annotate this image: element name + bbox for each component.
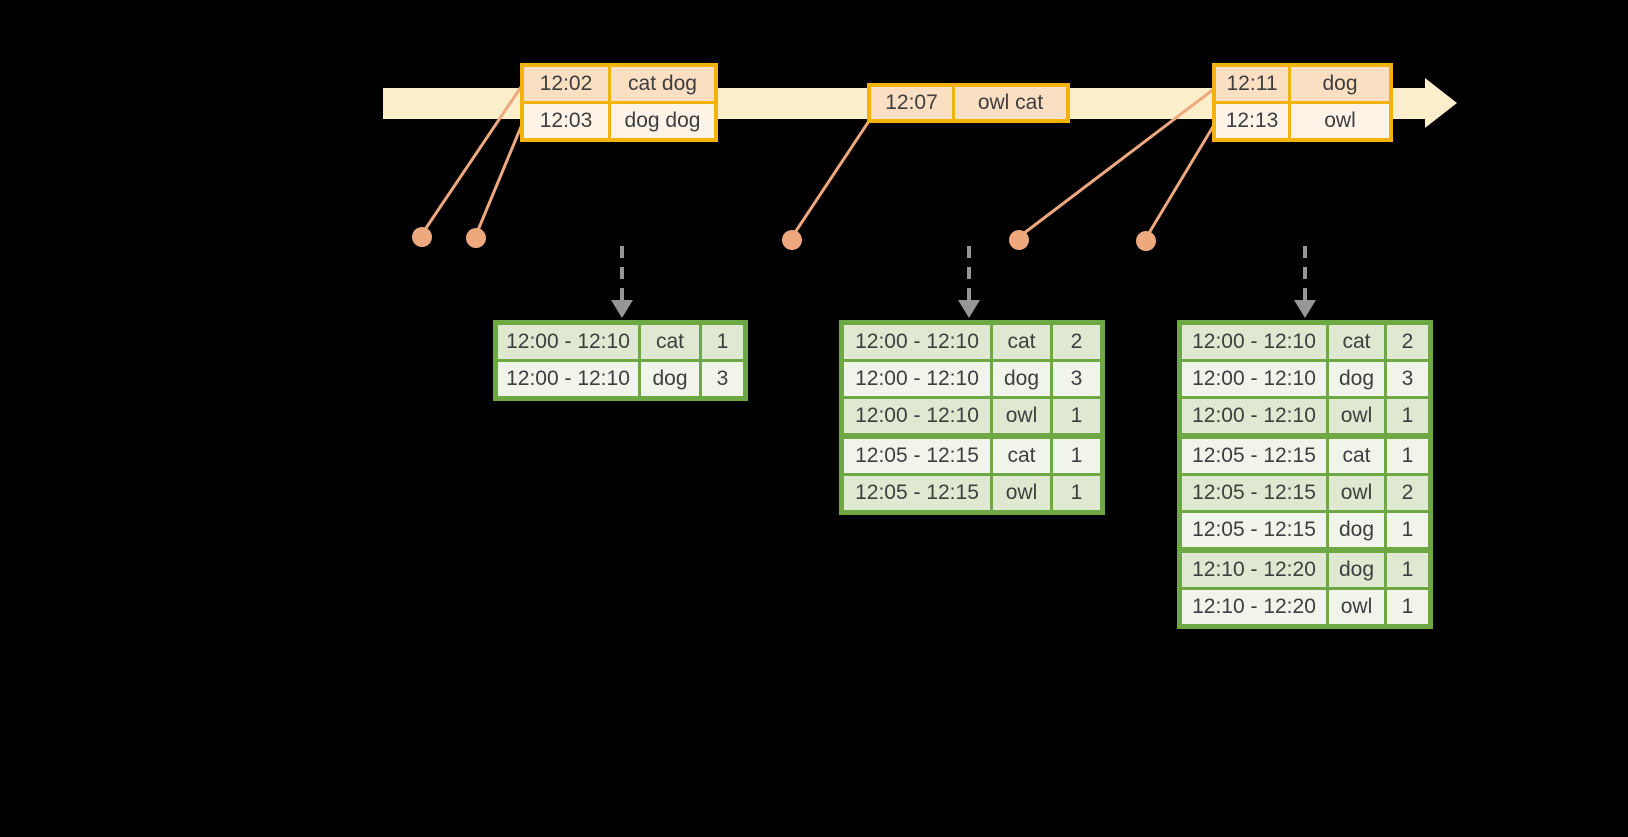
event-connector-line <box>474 121 525 236</box>
count-cell: 1 <box>1387 513 1428 547</box>
result-table-2: 12:00 - 12:10 cat 2 12:00 - 12:10 dog 3 … <box>839 320 1105 515</box>
count-cell: 1 <box>702 325 743 359</box>
count-cell: 1 <box>1387 553 1428 587</box>
word-cell: dog <box>641 362 699 396</box>
result-row: 12:05 - 12:15 owl 2 <box>1182 476 1428 510</box>
event-row: 12:03 dog dog <box>524 104 714 138</box>
window-cell: 12:05 - 12:15 <box>1182 513 1326 547</box>
window-cell: 12:05 - 12:15 <box>844 476 990 510</box>
result-row: 12:00 - 12:10 cat 1 <box>498 325 743 359</box>
result-row: 12:00 - 12:10 owl 1 <box>1182 399 1428 433</box>
word-cell: owl <box>993 399 1050 433</box>
event-words: dog <box>1291 67 1389 101</box>
word-cell: cat <box>993 439 1050 473</box>
result-row: 12:00 - 12:10 cat 2 <box>844 325 1100 359</box>
window-cell: 12:00 - 12:10 <box>1182 325 1326 359</box>
word-cell: cat <box>993 325 1050 359</box>
event-dot <box>466 228 486 248</box>
arrowhead-icon <box>958 300 980 318</box>
event-dot <box>1136 231 1156 251</box>
event-words: dog dog <box>611 104 714 138</box>
event-table-1: 12:02 cat dog 12:03 dog dog <box>520 63 718 142</box>
word-cell: dog <box>993 362 1050 396</box>
event-words: cat dog <box>611 67 714 101</box>
count-cell: 2 <box>1387 476 1428 510</box>
result-row: 12:10 - 12:20 dog 1 <box>1182 553 1428 587</box>
result-table-3: 12:00 - 12:10 cat 2 12:00 - 12:10 dog 3 … <box>1177 320 1433 629</box>
window-cell: 12:00 - 12:10 <box>844 325 990 359</box>
result-row: 12:10 - 12:20 owl 1 <box>1182 590 1428 624</box>
window-cell: 12:10 - 12:20 <box>1182 553 1326 587</box>
event-table-3: 12:11 dog 12:13 owl <box>1212 63 1393 142</box>
window-cell: 12:05 - 12:15 <box>1182 439 1326 473</box>
window-cell: 12:00 - 12:10 <box>844 399 990 433</box>
window-cell: 12:05 - 12:15 <box>1182 476 1326 510</box>
event-connector-line <box>1018 87 1215 239</box>
event-time: 12:02 <box>524 67 608 101</box>
window-cell: 12:00 - 12:10 <box>1182 399 1326 433</box>
count-cell: 1 <box>1053 476 1100 510</box>
event-row: 12:13 owl <box>1216 104 1389 138</box>
result-row: 12:00 - 12:10 dog 3 <box>844 362 1100 396</box>
event-table-2: 12:07 owl cat <box>867 83 1070 123</box>
result-row: 12:05 - 12:15 dog 1 <box>1182 513 1428 547</box>
count-cell: 2 <box>1053 325 1100 359</box>
result-row: 12:05 - 12:15 cat 1 <box>1182 439 1428 473</box>
event-words: owl cat <box>955 87 1066 119</box>
word-cell: dog <box>1329 553 1384 587</box>
trigger-arrows <box>620 246 1307 301</box>
count-cell: 1 <box>1387 399 1428 433</box>
event-row: 12:02 cat dog <box>524 67 714 101</box>
window-cell: 12:05 - 12:15 <box>844 439 990 473</box>
count-cell: 2 <box>1387 325 1428 359</box>
event-words: owl <box>1291 104 1389 138</box>
count-cell: 1 <box>1053 439 1100 473</box>
event-time: 12:13 <box>1216 104 1288 138</box>
trigger-arrowheads <box>611 300 1316 318</box>
event-connector-line <box>1144 124 1216 239</box>
event-time: 12:11 <box>1216 67 1288 101</box>
window-cell: 12:00 - 12:10 <box>1182 362 1326 396</box>
result-row: 12:00 - 12:10 cat 2 <box>1182 325 1428 359</box>
window-cell: 12:00 - 12:10 <box>844 362 990 396</box>
count-cell: 3 <box>1387 362 1428 396</box>
count-cell: 1 <box>1387 590 1428 624</box>
word-cell: cat <box>1329 439 1384 473</box>
event-time: 12:03 <box>524 104 608 138</box>
window-cell: 12:10 - 12:20 <box>1182 590 1326 624</box>
event-connector-lines <box>420 86 1216 239</box>
word-cell: owl <box>1329 590 1384 624</box>
word-cell: dog <box>1329 513 1384 547</box>
word-cell: cat <box>1329 325 1384 359</box>
window-cell: 12:00 - 12:10 <box>498 362 638 396</box>
count-cell: 1 <box>1053 399 1100 433</box>
word-cell: owl <box>1329 399 1384 433</box>
result-row: 12:00 - 12:10 dog 3 <box>1182 362 1428 396</box>
event-dot <box>412 227 432 247</box>
result-table-1: 12:00 - 12:10 cat 1 12:00 - 12:10 dog 3 <box>493 320 748 401</box>
event-row: 12:11 dog <box>1216 67 1389 101</box>
event-row: 12:07 owl cat <box>871 87 1066 119</box>
word-cell: owl <box>1329 476 1384 510</box>
arrowhead-icon <box>1294 300 1316 318</box>
word-cell: cat <box>641 325 699 359</box>
event-time: 12:07 <box>871 87 952 119</box>
result-row: 12:00 - 12:10 owl 1 <box>844 399 1100 433</box>
window-cell: 12:00 - 12:10 <box>498 325 638 359</box>
event-dot <box>782 230 802 250</box>
result-row: 12:00 - 12:10 dog 3 <box>498 362 743 396</box>
arrowhead-icon <box>611 300 633 318</box>
event-dots <box>412 227 1156 251</box>
event-dot <box>1009 230 1029 250</box>
word-cell: dog <box>1329 362 1384 396</box>
count-cell: 3 <box>1053 362 1100 396</box>
result-row: 12:05 - 12:15 cat 1 <box>844 439 1100 473</box>
event-connector-line <box>790 120 871 238</box>
count-cell: 3 <box>702 362 743 396</box>
count-cell: 1 <box>1387 439 1428 473</box>
word-cell: owl <box>993 476 1050 510</box>
result-row: 12:05 - 12:15 owl 1 <box>844 476 1100 510</box>
event-connector-line <box>420 86 523 235</box>
